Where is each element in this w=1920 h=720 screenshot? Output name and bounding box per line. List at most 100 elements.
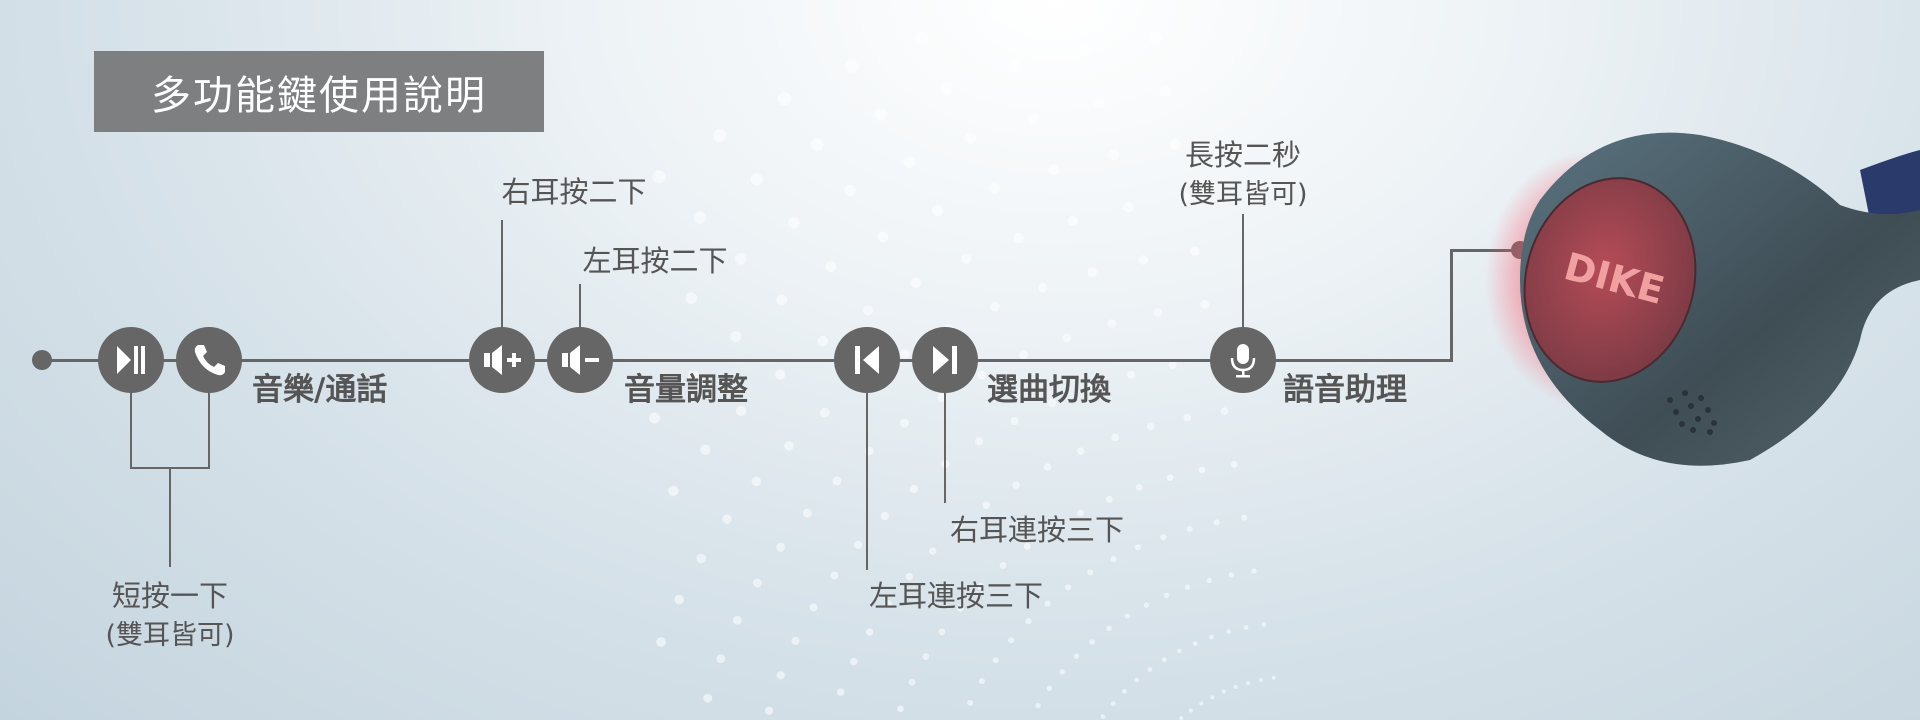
background-dot bbox=[1192, 641, 1198, 646]
background-dot bbox=[722, 514, 732, 524]
background-dot bbox=[809, 603, 818, 612]
background-dot bbox=[1213, 519, 1220, 526]
background-dot bbox=[687, 370, 699, 382]
background-dot bbox=[1176, 648, 1182, 654]
background-dot bbox=[1093, 96, 1105, 109]
background-dot bbox=[1258, 677, 1263, 682]
background-dot bbox=[990, 301, 1000, 312]
background-dot bbox=[900, 418, 909, 428]
connector-line bbox=[866, 390, 868, 570]
background-dot bbox=[1087, 267, 1098, 277]
background-dot bbox=[730, 330, 742, 342]
background-dot bbox=[961, 253, 972, 264]
background-dot bbox=[956, 604, 964, 612]
background-dot bbox=[850, 657, 858, 666]
background-dot bbox=[880, 511, 889, 521]
background-dot bbox=[776, 671, 785, 680]
background-dot bbox=[703, 693, 713, 703]
background-dot bbox=[1047, 163, 1059, 175]
background-dot bbox=[1019, 350, 1028, 360]
background-dot bbox=[734, 252, 747, 265]
background-dot bbox=[1226, 629, 1231, 635]
background-dot bbox=[656, 637, 666, 647]
background-dot bbox=[825, 261, 837, 273]
background-dot bbox=[1209, 634, 1214, 640]
background-dot bbox=[1147, 667, 1153, 672]
background-dot bbox=[909, 484, 919, 494]
background-dot bbox=[908, 678, 916, 686]
main-line bbox=[42, 359, 1452, 362]
left-double-label: 左耳按二下 bbox=[582, 244, 728, 278]
background-dot bbox=[1087, 569, 1094, 576]
background-dot bbox=[982, 501, 991, 509]
background-dot bbox=[954, 523, 963, 532]
background-dot bbox=[1198, 466, 1206, 474]
background-dot bbox=[700, 444, 711, 455]
background-dot bbox=[1184, 584, 1191, 590]
background-dot bbox=[1038, 283, 1048, 293]
background-dot bbox=[978, 678, 985, 685]
background-dot bbox=[832, 476, 842, 486]
background-dot bbox=[1200, 299, 1210, 309]
background-dot bbox=[1049, 525, 1057, 533]
play-pause-icon bbox=[98, 327, 164, 393]
background-dot bbox=[775, 369, 786, 380]
background-dot bbox=[1067, 215, 1079, 226]
background-dot bbox=[764, 706, 774, 715]
assistant-label: 語音助理 bbox=[1283, 372, 1407, 408]
background-dot bbox=[1153, 307, 1163, 317]
background-dot bbox=[1008, 60, 1021, 73]
background-dot bbox=[977, 582, 985, 590]
connector-line bbox=[130, 360, 132, 468]
long-press-note: (雙耳皆可) bbox=[1178, 179, 1308, 210]
background-dot bbox=[817, 335, 828, 347]
volume-up-icon bbox=[469, 327, 535, 393]
background-dot bbox=[1241, 514, 1248, 521]
background-dot bbox=[1186, 525, 1193, 533]
background-dot bbox=[1230, 461, 1238, 468]
background-dot bbox=[1100, 714, 1106, 719]
background-dot bbox=[820, 407, 830, 418]
background-dot bbox=[1221, 689, 1226, 694]
background-dot bbox=[830, 571, 839, 580]
connector-line bbox=[944, 390, 946, 503]
background-dot bbox=[732, 615, 742, 625]
background-dot bbox=[905, 572, 913, 581]
background-dot bbox=[1086, 383, 1096, 392]
background-dot bbox=[1138, 255, 1148, 265]
background-dot bbox=[802, 508, 812, 518]
right-double-label: 右耳按二下 bbox=[501, 175, 647, 209]
background-dot bbox=[884, 599, 892, 608]
background-dot bbox=[967, 699, 974, 706]
background-dot bbox=[1023, 542, 1031, 550]
background-dot bbox=[1010, 416, 1019, 426]
background-dot bbox=[874, 108, 887, 121]
connector-line bbox=[501, 220, 503, 330]
background-dot bbox=[788, 217, 800, 229]
background-dot bbox=[1078, 43, 1091, 57]
background-dot bbox=[900, 349, 910, 359]
background-dot bbox=[1261, 622, 1267, 627]
background-dot bbox=[1143, 602, 1150, 608]
background-dot bbox=[1233, 684, 1238, 689]
background-dot bbox=[1161, 657, 1167, 663]
previous-track-icon bbox=[834, 327, 900, 393]
music-call-label: 音樂/通話 bbox=[252, 372, 388, 408]
short-press-note: (雙耳皆可) bbox=[105, 620, 235, 651]
background-dot bbox=[1065, 584, 1072, 591]
background-dot bbox=[1044, 600, 1051, 607]
background-dot bbox=[1046, 685, 1053, 692]
track-label: 選曲切換 bbox=[987, 372, 1111, 408]
background-dot bbox=[1127, 370, 1136, 380]
background-dot bbox=[1043, 463, 1052, 471]
background-dot bbox=[1146, 422, 1155, 431]
background-dot bbox=[992, 657, 999, 664]
background-dot bbox=[693, 211, 707, 224]
background-dot bbox=[1190, 246, 1200, 256]
background-dot bbox=[1048, 398, 1057, 408]
background-dot bbox=[897, 705, 904, 713]
background-dot bbox=[811, 138, 824, 151]
background-dot bbox=[988, 8, 1002, 22]
connector-line bbox=[169, 467, 171, 567]
